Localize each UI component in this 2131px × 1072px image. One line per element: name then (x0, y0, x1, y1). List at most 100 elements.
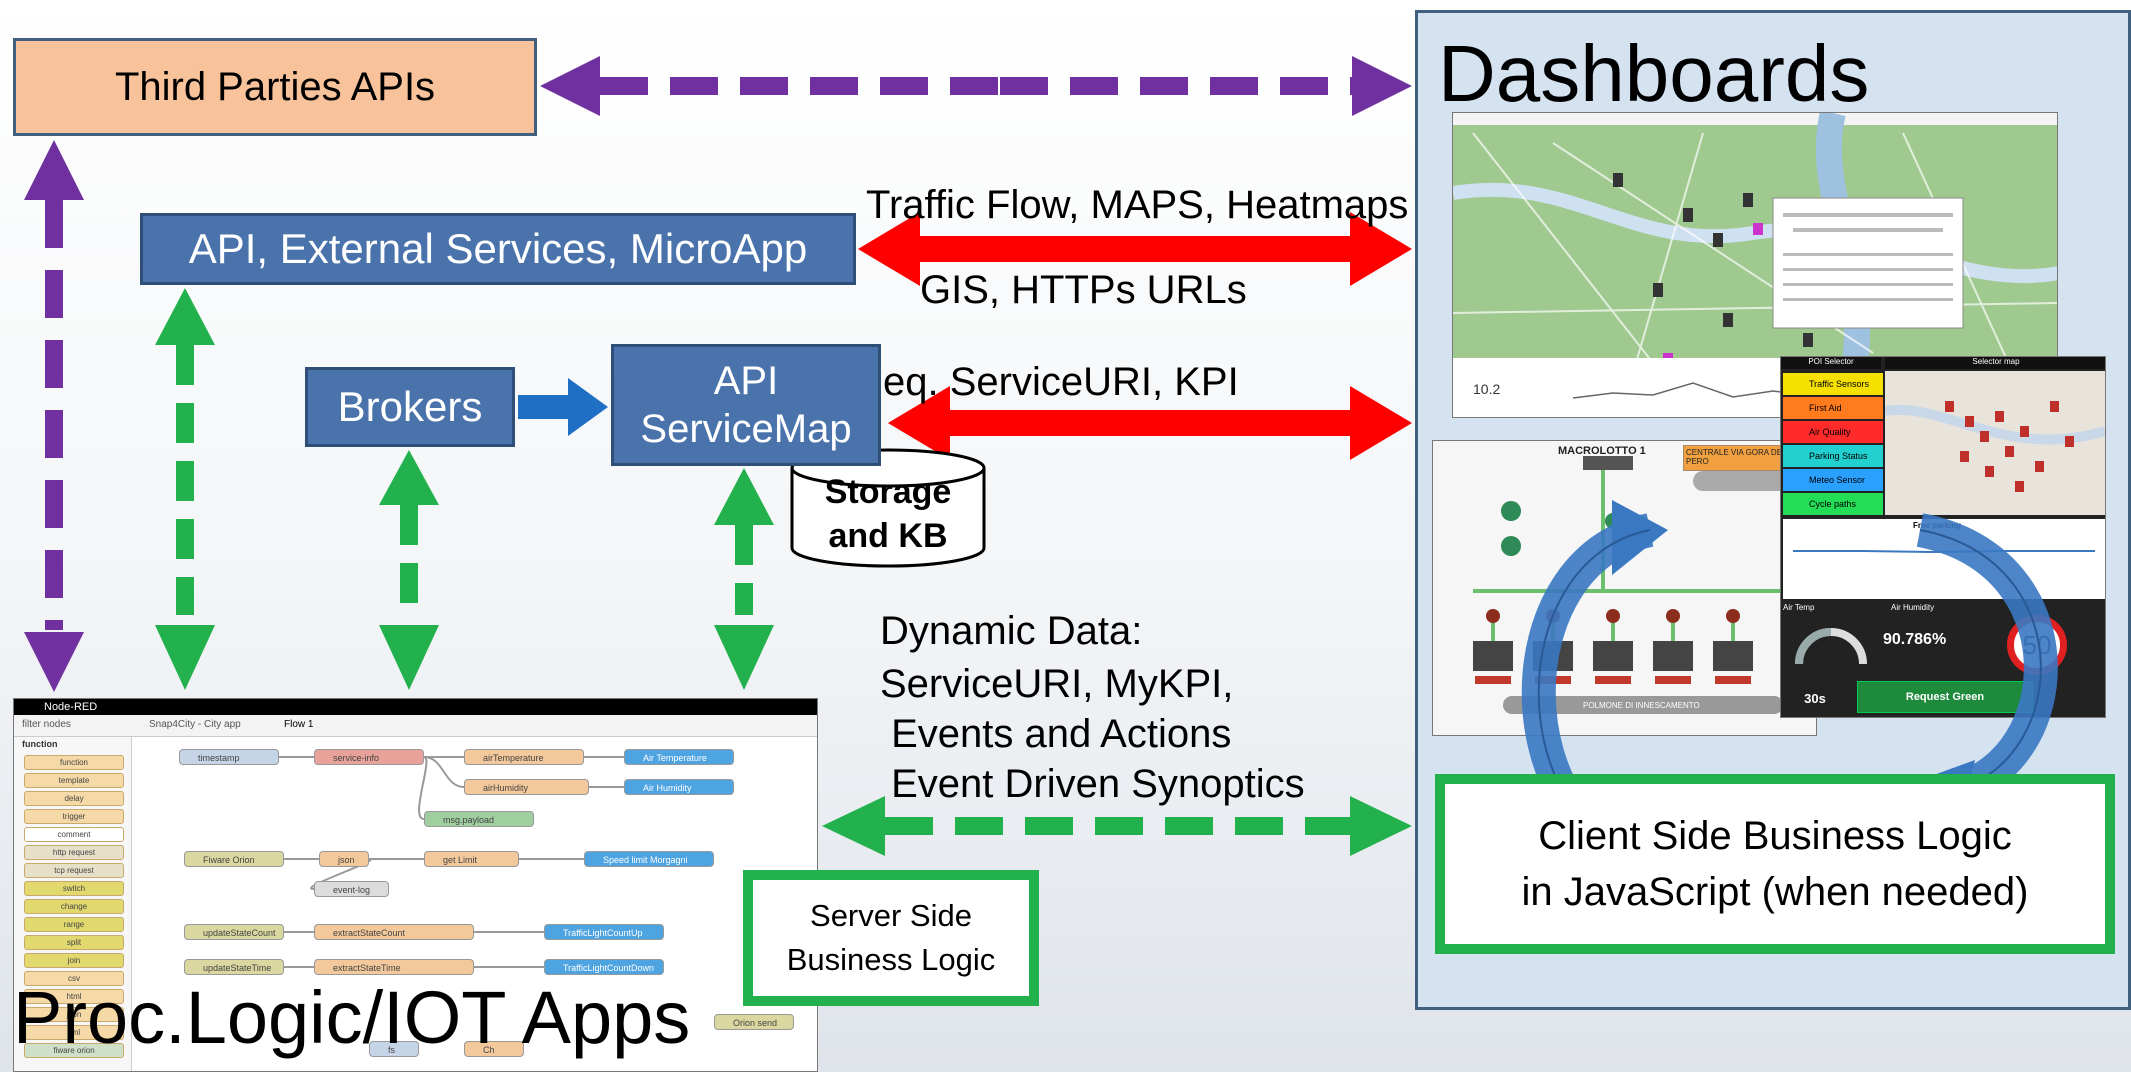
selector-map-title: Selector map (1885, 357, 2105, 369)
flow-node: msg.payload (424, 811, 534, 827)
palette-category: function (22, 739, 58, 749)
storage-cylinder (790, 448, 986, 568)
palette-node: fiware orion (24, 1043, 124, 1058)
scada-title: MACROLOTTO 1 (1558, 445, 1646, 457)
poi-item[interactable]: Traffic Sensors (1783, 373, 1883, 395)
palette-node: switch (24, 881, 124, 896)
server-line1: Server Side (810, 898, 972, 933)
flow-node: timestamp (179, 749, 279, 765)
flow-node: updateStateTime (184, 959, 284, 975)
label-dynamic-4: Event Driven Synoptics (880, 762, 1305, 806)
label-dynamic-3: Events and Actions (880, 712, 1232, 756)
flow-node: Speed limit Morgagni (584, 851, 714, 867)
client-side-logic-box: Client Side Business Logic in JavaScript… (1435, 774, 2115, 954)
label-eq-service: eq. ServiceURI, KPI (883, 360, 1239, 404)
map-graphic (1453, 113, 2057, 417)
scada-tag: CENTRALE VIA GORA DEL PERO (1683, 445, 1793, 471)
server-side-logic-box: Server Side Business Logic (743, 870, 1039, 1006)
air-temp-title: Air Temp (1783, 603, 1815, 612)
air-temp-gauge (1795, 628, 1867, 665)
palette-node: html (24, 989, 124, 1004)
flow-node: TrafficLightCountDown (544, 959, 664, 975)
green-arrow-api (155, 288, 215, 690)
brokers-box: Brokers (305, 367, 515, 447)
storage-label: Storage and KB (792, 470, 984, 558)
flow-node: airTemperature (464, 749, 584, 765)
third-parties-apis-box: Third Parties APIs (13, 38, 537, 136)
humidity-value: 90.786% (1883, 631, 1947, 648)
nodered-palette: function function template delay trigger… (14, 737, 132, 1071)
palette-node: json (24, 1007, 124, 1022)
storage-line2: and KB (828, 517, 948, 555)
green-arrow-servicemap (714, 468, 774, 690)
poi-item[interactable]: Air Quality (1783, 421, 1883, 443)
poi-item[interactable]: Cycle paths (1783, 493, 1883, 515)
palette-node: template (24, 773, 124, 788)
client-line1: Client Side Business Logic (1538, 814, 2012, 858)
server-line2: Business Logic (786, 942, 996, 977)
flow-node: get Limit (424, 851, 519, 867)
palette-node: http request (24, 845, 124, 860)
palette-node: split (24, 935, 124, 950)
flow-node: Air Humidity (624, 779, 734, 795)
nodered-screenshot: Node-RED filter nodes Snap4City - City a… (13, 698, 818, 1072)
flow-node: updateStateCount (184, 924, 284, 940)
poi-title: POI Selector (1781, 357, 1881, 369)
flow-node: fs (369, 1041, 419, 1057)
free-parking-line (1793, 550, 2095, 554)
nodered-tab-flow1: Flow 1 (284, 719, 314, 730)
air-humidity-title: Air Humidity (1891, 603, 1935, 612)
nodered-tabs: filter nodes Snap4City - City app Flow 1 (14, 715, 817, 737)
flow-node: Air Temperature (624, 749, 734, 765)
api-external-services-box: API, External Services, MicroApp (140, 213, 856, 285)
flow-node: Orion send (714, 1014, 794, 1030)
poi-item[interactable]: First Aid (1783, 397, 1883, 419)
green-arrow-dynamic (822, 796, 1412, 856)
nodered-header: Node-RED (14, 699, 817, 715)
nodered-filter: filter nodes (22, 719, 71, 730)
palette-node: join (24, 953, 124, 968)
flow-node: airHumidity (464, 779, 589, 795)
map-screenshot: 10.2 (1452, 112, 2058, 418)
palette-node: delay (24, 791, 124, 806)
flow-node: event-log (314, 881, 389, 897)
scada-bottom-label: POLMONE DI INNESCAMENTO (1583, 701, 1700, 710)
nodered-tab-city-app: Snap4City - City app (149, 719, 241, 730)
flow-node: Ch (464, 1041, 524, 1057)
proc-logic-title: Proc.Logic/IOT Apps (13, 976, 691, 1059)
poi-item[interactable]: Meteo Sensor (1783, 469, 1883, 491)
palette-node: range (24, 917, 124, 932)
palette-node: xml (24, 1025, 124, 1040)
flow-node: Fiware Orion (184, 851, 284, 867)
sensor-value: 10.2 (1473, 381, 1501, 397)
flow-node: extractStateTime (314, 959, 474, 975)
palette-node: change (24, 899, 124, 914)
flow-node: extractStateCount (314, 924, 474, 940)
purple-arrow-horizontal (540, 56, 1412, 116)
label-gis: GIS, HTTPs URLs (920, 268, 1247, 312)
timer-label: 30s (1804, 690, 1826, 706)
scada-screenshot: MACROLOTTO 1 CENTRALE VIA GORA DEL PERO … (1432, 440, 1817, 736)
nodered-wires (279, 756, 624, 968)
palette-node: csv (24, 971, 124, 986)
request-green-button[interactable]: Request Green (1857, 681, 2033, 713)
palette-node: tcp request (24, 863, 124, 878)
red-arrow-traffic (858, 212, 1412, 286)
poi-item[interactable]: Parking Status (1783, 445, 1883, 467)
label-dynamic-2: ServiceURI, MyKPI, (880, 662, 1234, 706)
flow-node: TrafficLightCountUp (544, 924, 664, 940)
api-servicemap-line1: API (713, 359, 779, 403)
flow-node: json (319, 851, 369, 867)
purple-arrow-vertical (24, 140, 84, 692)
blue-arrow-brokers (518, 378, 608, 436)
flow-node: service-info (314, 749, 424, 765)
api-servicemap-line2: ServiceMap (640, 407, 852, 451)
api-servicemap-box: API ServiceMap (611, 344, 881, 466)
red-arrow-servicemap (888, 386, 1412, 460)
dashboards-title: Dashboards (1438, 29, 1870, 118)
label-traffic: Traffic Flow, MAPS, Heatmaps (866, 183, 1409, 227)
client-line2: in JavaScript (when needed) (1521, 870, 2029, 914)
selector-map (1885, 371, 2105, 515)
palette-node: trigger (24, 809, 124, 824)
